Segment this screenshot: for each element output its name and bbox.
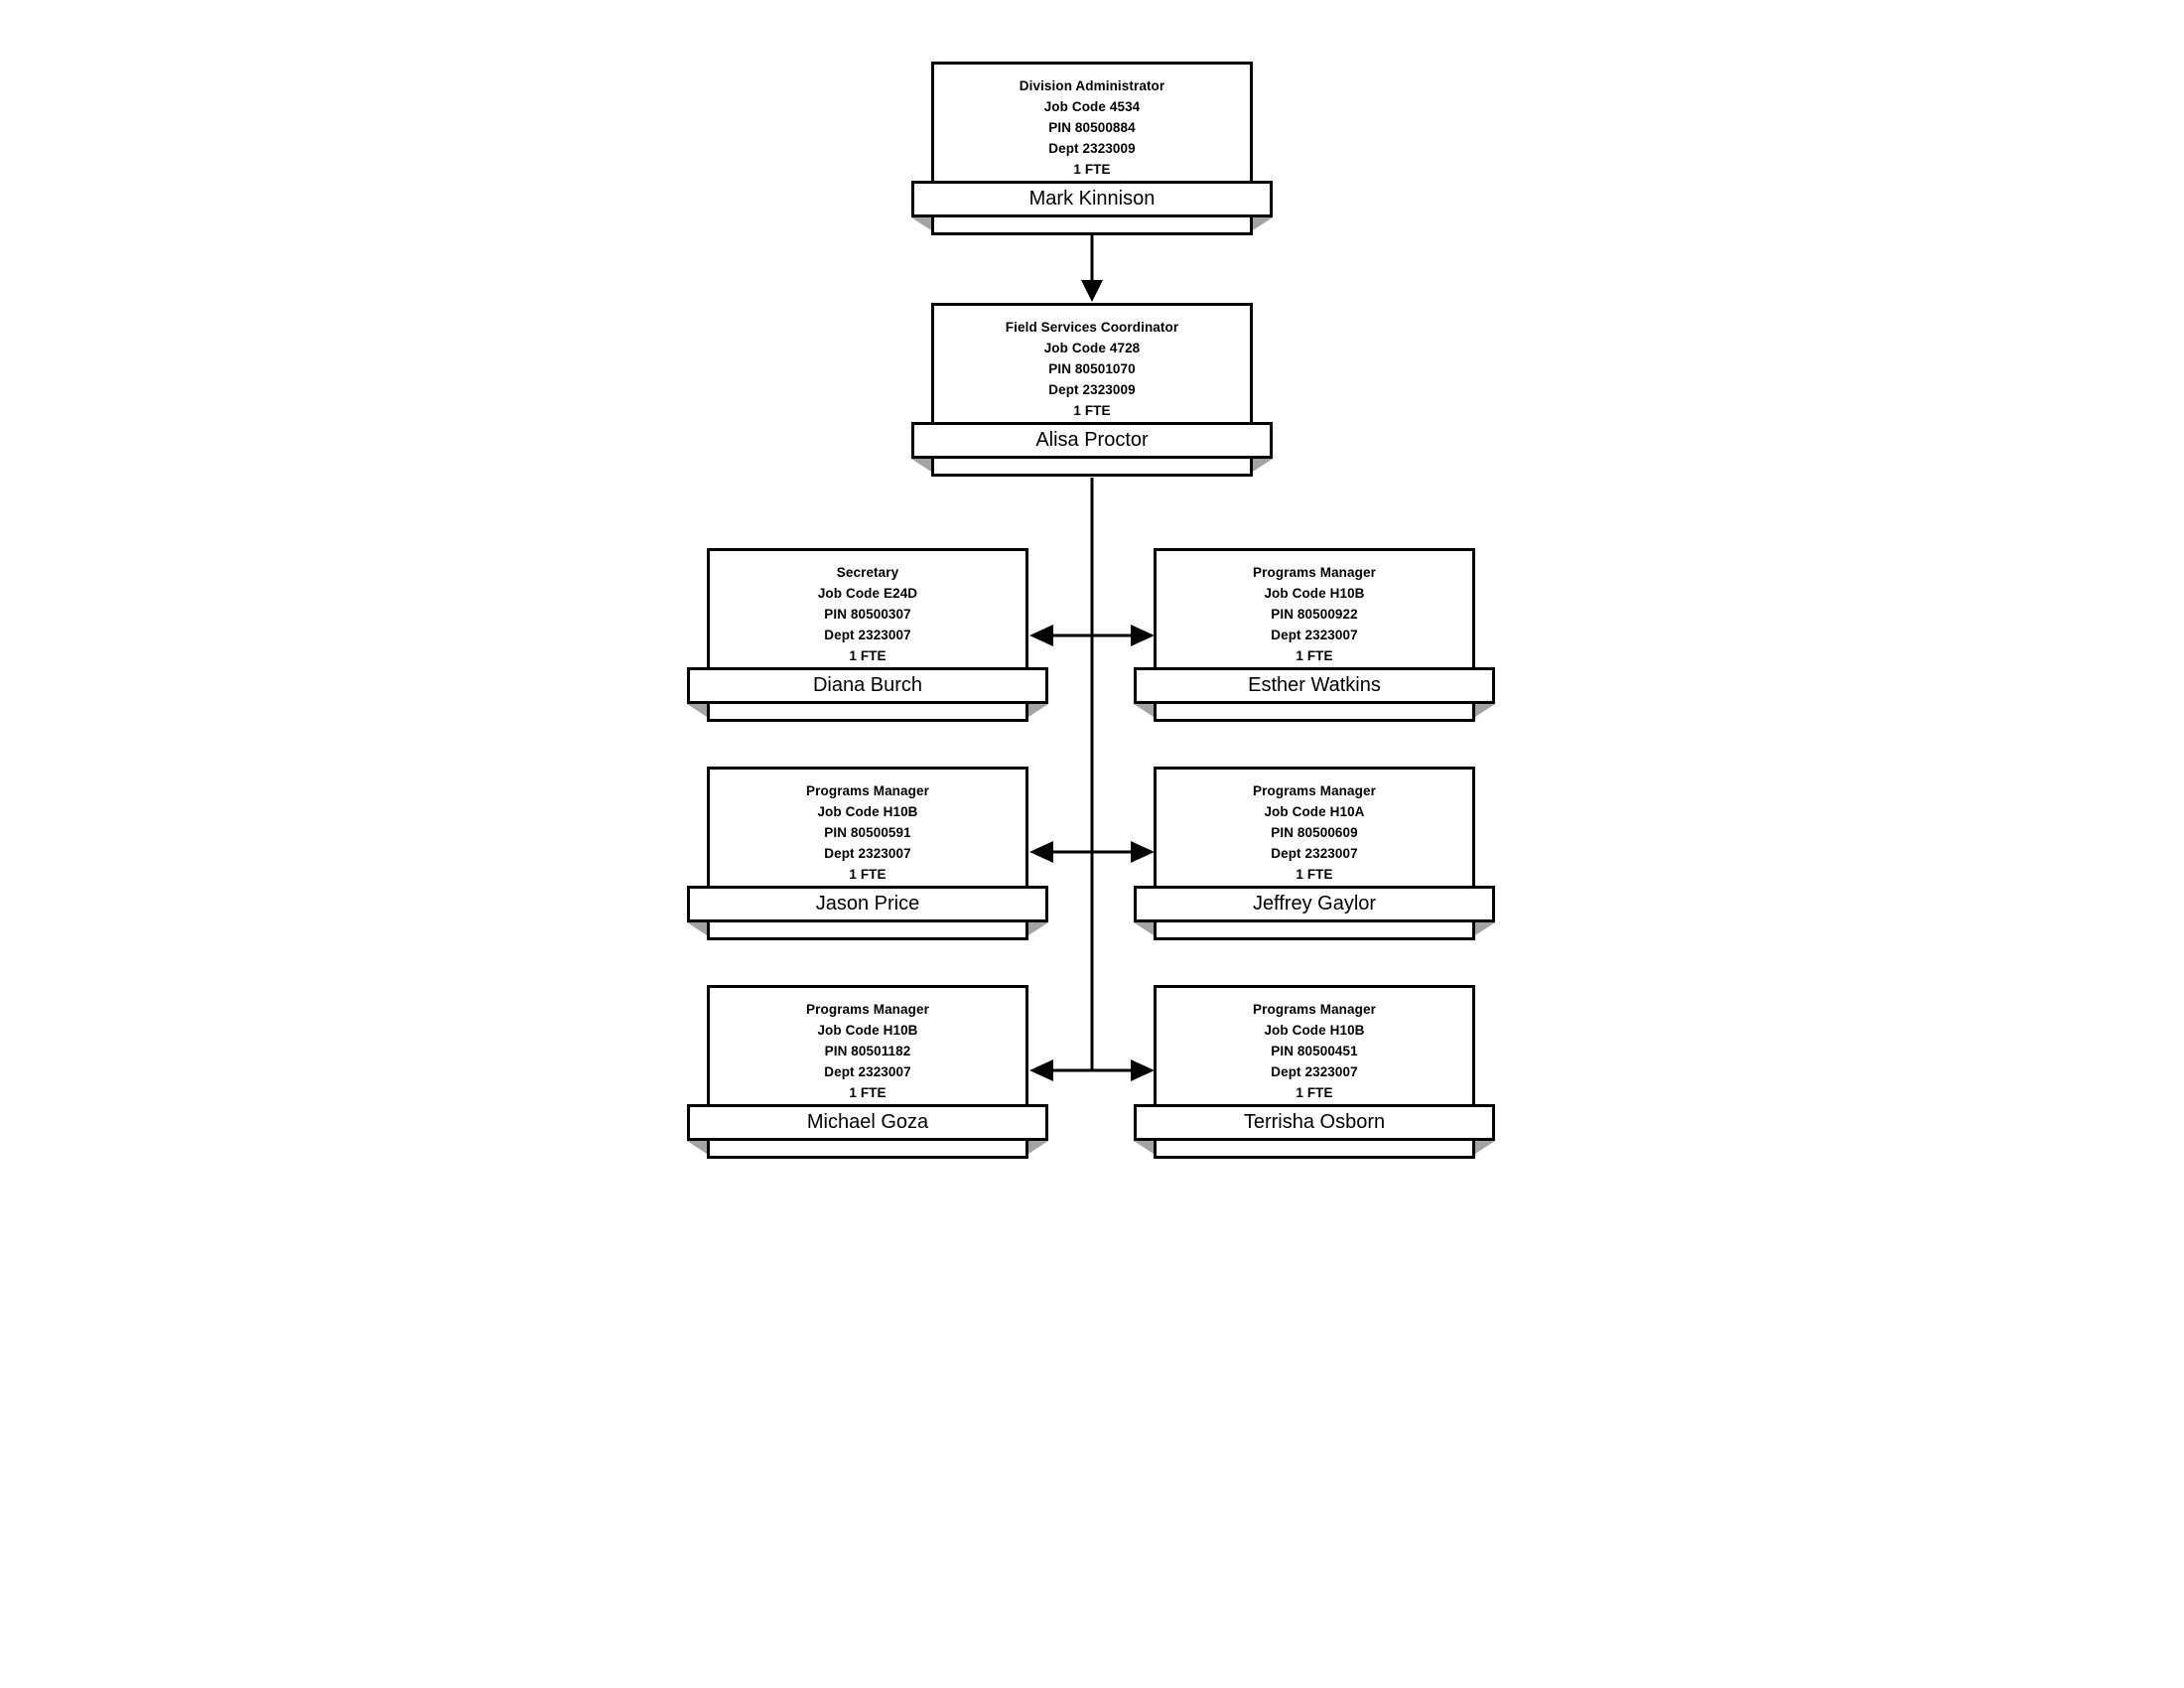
node-dept: Dept 2323007 [824, 1064, 911, 1079]
node-job-code: Job Code H10A [1264, 804, 1365, 819]
org-node-details: Programs Manager Job Code H10B PIN 80501… [713, 999, 1023, 1103]
node-title: Programs Manager [1253, 1002, 1376, 1017]
org-node-details: Programs Manager Job Code H10A PIN 80500… [1160, 780, 1469, 885]
node-name-banner: Mark Kinnison [911, 181, 1273, 217]
org-node[interactable]: Programs Manager Job Code H10B PIN 80501… [687, 985, 1048, 1172]
node-fte: 1 FTE [1296, 648, 1333, 663]
org-node-details: Field Services Coordinator Job Code 4728… [937, 317, 1247, 421]
node-fte: 1 FTE [849, 1085, 887, 1100]
org-node[interactable]: Programs Manager Job Code H10B PIN 80500… [1134, 548, 1495, 735]
org-node-box: Division Administrator Job Code 4534 PIN… [931, 62, 1253, 235]
node-fte: 1 FTE [849, 648, 887, 663]
node-job-code: Job Code H10B [1264, 586, 1365, 601]
node-person-name: Jason Price [815, 893, 920, 914]
node-dept: Dept 2323007 [824, 628, 911, 642]
org-node-details: Programs Manager Job Code H10B PIN 80500… [1160, 999, 1469, 1103]
node-pin: PIN 80500591 [824, 825, 911, 840]
node-title: Field Services Coordinator [1005, 320, 1179, 335]
node-name-banner: Jeffrey Gaylor [1134, 886, 1495, 922]
node-name-banner: Terrisha Osborn [1134, 1104, 1495, 1141]
node-person-name: Diana Burch [812, 674, 923, 696]
arrowhead-left-icon [1029, 1059, 1053, 1081]
banner-fold-right-icon [1475, 704, 1495, 717]
node-title: Programs Manager [1253, 565, 1376, 580]
node-dept: Dept 2323009 [1048, 382, 1136, 397]
banner-fold-left-icon [1134, 704, 1154, 717]
banner-fold-right-icon [1475, 922, 1495, 935]
arrowhead-down-icon [1081, 280, 1103, 302]
node-title: Division Administrator [1019, 78, 1165, 93]
node-name-banner: Jason Price [687, 886, 1048, 922]
arrowhead-right-icon [1131, 625, 1155, 646]
org-node-details: Secretary Job Code E24D PIN 80500307 Dep… [713, 562, 1023, 666]
node-name-banner: Michael Goza [687, 1104, 1048, 1141]
node-person-name: Alisa Proctor [1035, 429, 1149, 451]
node-title: Programs Manager [806, 1002, 929, 1017]
node-dept: Dept 2323007 [1271, 1064, 1358, 1079]
node-pin: PIN 80500884 [1048, 120, 1136, 135]
banner-fold-right-icon [1253, 217, 1273, 230]
banner-fold-left-icon [911, 217, 931, 230]
node-person-name: Terrisha Osborn [1243, 1111, 1386, 1133]
node-person-name: Mark Kinnison [1028, 188, 1156, 210]
banner-fold-left-icon [911, 459, 931, 472]
org-node[interactable]: Division Administrator Job Code 4534 PIN… [911, 62, 1273, 248]
arrowhead-right-icon [1131, 1059, 1155, 1081]
node-job-code: Job Code 4534 [1043, 99, 1141, 114]
node-title: Programs Manager [806, 783, 929, 798]
node-pin: PIN 80500307 [824, 607, 911, 622]
node-pin: PIN 80501070 [1048, 361, 1136, 376]
node-person-name: Jeffrey Gaylor [1252, 893, 1377, 914]
org-node-details: Division Administrator Job Code 4534 PIN… [937, 75, 1247, 180]
node-job-code: Job Code E24D [817, 586, 918, 601]
node-fte: 1 FTE [1296, 1085, 1333, 1100]
node-title: Programs Manager [1253, 783, 1376, 798]
org-node[interactable]: Field Services Coordinator Job Code 4728… [911, 303, 1273, 490]
arrowhead-right-icon [1131, 841, 1155, 863]
node-person-name: Esther Watkins [1248, 674, 1381, 696]
org-node-details: Programs Manager Job Code H10B PIN 80500… [713, 780, 1023, 885]
arrowhead-left-icon [1029, 625, 1053, 646]
node-job-code: Job Code H10B [817, 804, 918, 819]
banner-fold-right-icon [1475, 1141, 1495, 1154]
banner-fold-right-icon [1253, 459, 1273, 472]
node-fte: 1 FTE [1073, 162, 1111, 177]
arrowhead-left-icon [1029, 841, 1053, 863]
banner-fold-left-icon [1134, 1141, 1154, 1154]
banner-fold-left-icon [687, 922, 707, 935]
node-job-code: Job Code 4728 [1043, 341, 1141, 355]
banner-fold-right-icon [1028, 1141, 1048, 1154]
org-node-details: Programs Manager Job Code H10B PIN 80500… [1160, 562, 1469, 666]
node-fte: 1 FTE [849, 867, 887, 882]
node-job-code: Job Code H10B [817, 1023, 918, 1038]
node-pin: PIN 80500451 [1271, 1044, 1358, 1058]
banner-fold-left-icon [687, 1141, 707, 1154]
node-person-name: Michael Goza [806, 1111, 929, 1133]
banner-fold-right-icon [1028, 922, 1048, 935]
node-dept: Dept 2323009 [1048, 141, 1136, 156]
node-pin: PIN 80501182 [824, 1044, 911, 1058]
banner-fold-left-icon [1134, 922, 1154, 935]
node-fte: 1 FTE [1296, 867, 1333, 882]
node-dept: Dept 2323007 [1271, 628, 1358, 642]
node-fte: 1 FTE [1073, 403, 1111, 418]
banner-fold-left-icon [687, 704, 707, 717]
node-name-banner: Alisa Proctor [911, 422, 1273, 459]
node-title: Secretary [836, 565, 899, 580]
node-job-code: Job Code H10B [1264, 1023, 1365, 1038]
org-node[interactable]: Secretary Job Code E24D PIN 80500307 Dep… [687, 548, 1048, 735]
org-node[interactable]: Programs Manager Job Code H10A PIN 80500… [1134, 767, 1495, 953]
node-name-banner: Diana Burch [687, 667, 1048, 704]
banner-fold-right-icon [1028, 704, 1048, 717]
node-dept: Dept 2323007 [824, 846, 911, 861]
node-dept: Dept 2323007 [1271, 846, 1358, 861]
org-node[interactable]: Programs Manager Job Code H10B PIN 80500… [687, 767, 1048, 953]
node-name-banner: Esther Watkins [1134, 667, 1495, 704]
org-node[interactable]: Programs Manager Job Code H10B PIN 80500… [1134, 985, 1495, 1172]
node-pin: PIN 80500609 [1271, 825, 1358, 840]
node-pin: PIN 80500922 [1271, 607, 1358, 622]
